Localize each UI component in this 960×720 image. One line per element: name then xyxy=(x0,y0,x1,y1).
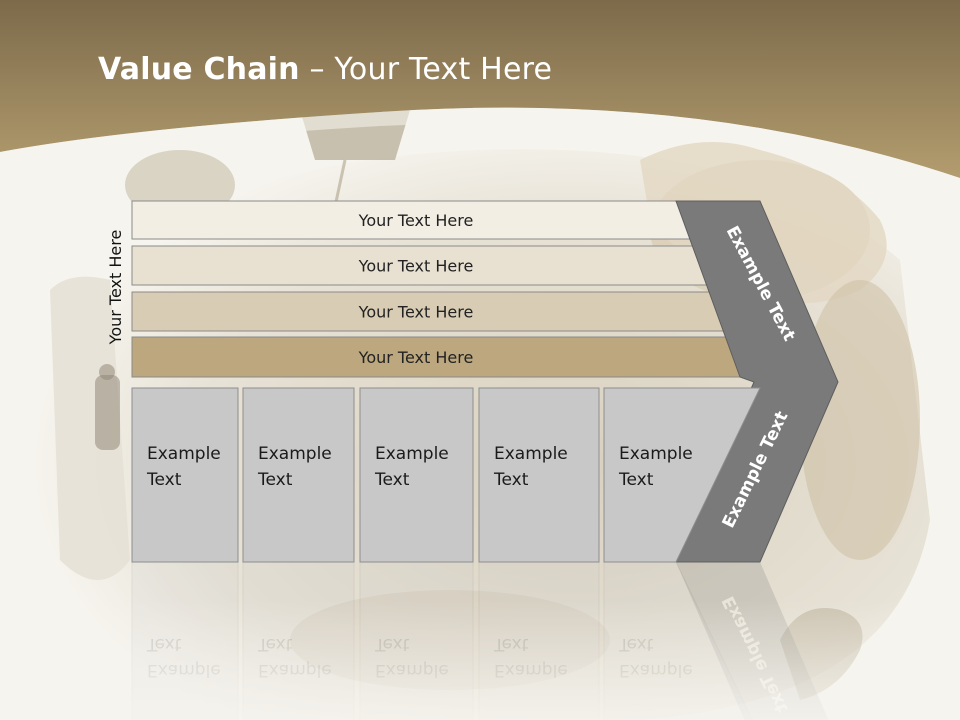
title-bold: Value Chain xyxy=(98,52,300,87)
activity-box-label-line1: Example xyxy=(147,444,221,464)
header-band-highlight xyxy=(0,107,960,190)
activity-box xyxy=(478,387,600,563)
activity-box-label-line2: Text xyxy=(146,470,182,490)
activity-bar-label: Your Text Here xyxy=(358,257,474,276)
activity-box xyxy=(242,387,355,563)
activity-box-label-line1: Example xyxy=(258,444,332,464)
activity-box-label-line2: Text xyxy=(374,470,410,490)
activity-box-label-line2: Text xyxy=(493,470,529,490)
page-title: Value Chain – Your Text Here xyxy=(98,52,552,87)
activity-box-label-line1: Example xyxy=(619,444,693,464)
activity-box xyxy=(359,387,474,563)
header-band xyxy=(0,0,960,178)
title-rest: – Your Text Here xyxy=(299,52,553,87)
activity-box xyxy=(603,387,761,563)
activity-box-label-line2: Text xyxy=(618,470,654,490)
side-label: Your Text Here xyxy=(106,229,125,345)
activity-bar-label: Your Text Here xyxy=(358,211,474,230)
activity-bar-label: Your Text Here xyxy=(358,348,474,367)
activity-box-label-line2: Text xyxy=(257,470,293,490)
activity-box xyxy=(131,387,239,563)
bottom-fade xyxy=(0,600,960,720)
activity-box-label-line1: Example xyxy=(494,444,568,464)
activity-box-label-line1: Example xyxy=(375,444,449,464)
activity-bar-label: Your Text Here xyxy=(358,303,474,322)
